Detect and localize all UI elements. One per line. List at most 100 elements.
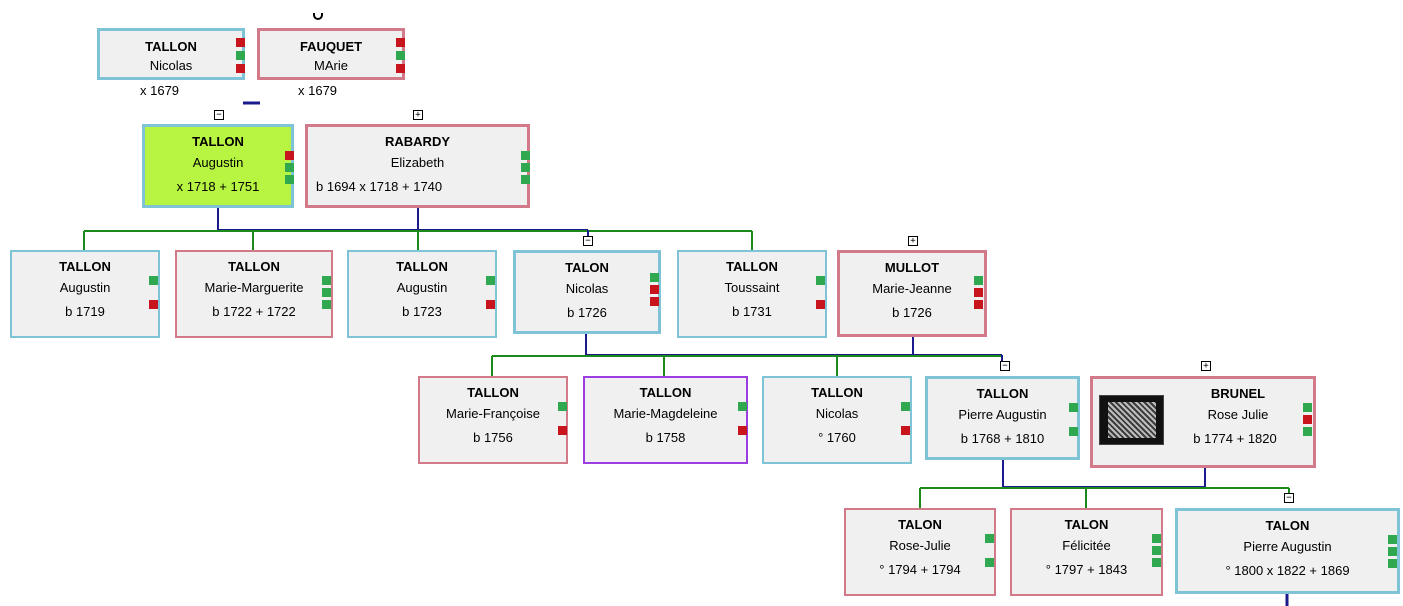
- person-card-marie-magdeleine-tallon[interactable]: TALLON Marie-Magdeleine b 1758: [583, 376, 748, 464]
- status-marker: [236, 51, 245, 60]
- person-card-marie-marguerite-tallon[interactable]: TALLON Marie-Marguerite b 1722 + 1722: [175, 250, 333, 338]
- status-marker: [1069, 427, 1078, 436]
- surname: TALON: [1265, 518, 1310, 533]
- surname: TALLON: [976, 386, 1029, 401]
- person-card-nicolas-tallon-1760[interactable]: TALLON Nicolas ° 1760: [762, 376, 912, 464]
- life-dates: ° 1800 x 1822 + 1869: [1225, 563, 1350, 578]
- expand-toggle[interactable]: +: [413, 110, 423, 120]
- status-marker: [1388, 535, 1397, 544]
- given-name: Pierre Augustin: [1243, 539, 1332, 554]
- status-marker: [236, 38, 245, 47]
- status-marker: [1303, 427, 1312, 436]
- person-card-toussaint-tallon[interactable]: TALLON Toussaint b 1731: [677, 250, 827, 338]
- given-name: Marie-Jeanne: [872, 281, 952, 296]
- given-name: Marie-Magdeleine: [613, 406, 718, 421]
- surname: FAUQUET: [299, 39, 363, 54]
- status-marker: [816, 276, 825, 285]
- portrait-photo[interactable]: [1099, 395, 1164, 445]
- status-marker: [1152, 546, 1161, 555]
- life-dates: ° 1797 + 1843: [1045, 562, 1128, 577]
- given-name: Elizabeth: [390, 155, 445, 170]
- status-marker: [1303, 403, 1312, 412]
- person-card-rose-julie-talon[interactable]: TALON Rose-Julie ° 1794 + 1794: [844, 508, 996, 596]
- surname: TALLON: [192, 134, 244, 149]
- person-card-marie-fauquet[interactable]: FAUQUET MArie: [257, 28, 405, 80]
- person-card-rose-julie-brunel[interactable]: BRUNEL Rose Julie b 1774 + 1820: [1090, 376, 1316, 468]
- collapse-toggle[interactable]: −: [214, 110, 224, 120]
- status-marker: [650, 285, 659, 294]
- status-marker: [985, 558, 994, 567]
- status-marker: [486, 300, 495, 309]
- collapse-toggle[interactable]: −: [1284, 493, 1294, 503]
- person-card-augustin-tallon-selected[interactable]: TALLON Augustin x 1718 + 1751: [142, 124, 294, 208]
- given-name: Marie-Françoise: [446, 406, 540, 421]
- expand-toggle[interactable]: +: [1201, 361, 1211, 371]
- person-card-pierre-augustin-talon[interactable]: TALON Pierre Augustin ° 1800 x 1822 + 18…: [1175, 508, 1400, 594]
- status-marker: [285, 163, 294, 172]
- status-marker: [558, 402, 567, 411]
- status-marker: [1152, 558, 1161, 567]
- life-dates: b 1723: [402, 304, 442, 319]
- surname: TALLON: [726, 259, 778, 274]
- status-marker: [558, 426, 567, 435]
- status-marker: [1388, 559, 1397, 568]
- surname: TALLON: [639, 385, 692, 400]
- surname: TALON: [1064, 517, 1109, 532]
- given-name: Augustin: [396, 280, 448, 295]
- person-card-marie-jeanne-mullot[interactable]: MULLOT Marie-Jeanne b 1726: [837, 250, 987, 337]
- life-dates: x 1718 + 1751: [176, 179, 260, 194]
- given-name: Pierre Augustin: [958, 407, 1047, 422]
- person-card-augustin-tallon-1723[interactable]: TALLON Augustin b 1723: [347, 250, 497, 338]
- life-dates: b 1774 + 1820: [1193, 431, 1277, 446]
- link-arc-icon[interactable]: [313, 13, 323, 20]
- person-card-nicolas-talon[interactable]: TALON Nicolas b 1726: [513, 250, 661, 334]
- status-marker: [322, 300, 331, 309]
- status-marker: [738, 402, 747, 411]
- person-card-marie-francoise-tallon[interactable]: TALLON Marie-Françoise b 1756: [418, 376, 568, 464]
- life-dates: b 1726: [892, 305, 932, 320]
- person-card-nicolas-tallon[interactable]: TALLON Nicolas: [97, 28, 245, 80]
- given-name: Félicitée: [1062, 538, 1111, 553]
- status-marker: [1152, 534, 1161, 543]
- expand-toggle[interactable]: +: [908, 236, 918, 246]
- surname: TALLON: [467, 385, 519, 400]
- surname: TALLON: [811, 385, 863, 400]
- status-marker: [1303, 415, 1312, 424]
- surname: TALLON: [396, 259, 448, 274]
- given-name: Augustin: [59, 280, 111, 295]
- status-marker: [974, 288, 983, 297]
- surname: BRUNEL: [1210, 386, 1266, 401]
- life-dates: b 1719: [65, 304, 105, 319]
- surname: TALON: [898, 517, 942, 532]
- given-name: MArie: [314, 58, 348, 73]
- status-marker: [650, 273, 659, 282]
- marriage-date: x 1679: [298, 83, 338, 98]
- given-name: Rose Julie: [1207, 407, 1269, 422]
- collapse-toggle[interactable]: −: [583, 236, 593, 246]
- status-marker: [396, 51, 405, 60]
- status-marker: [521, 163, 530, 172]
- surname: MULLOT: [884, 260, 940, 275]
- person-card-felicitee-talon[interactable]: TALON Félicitée ° 1797 + 1843: [1010, 508, 1163, 596]
- collapse-toggle[interactable]: −: [1000, 361, 1010, 371]
- given-name: Augustin: [192, 155, 244, 170]
- status-marker: [901, 402, 910, 411]
- status-marker: [149, 300, 158, 309]
- life-dates: b 1731: [732, 304, 772, 319]
- status-marker: [738, 426, 747, 435]
- given-name: Nicolas: [565, 281, 609, 296]
- status-marker: [486, 276, 495, 285]
- person-card-augustin-tallon-1719[interactable]: TALLON Augustin b 1719: [10, 250, 160, 338]
- person-card-elizabeth-rabardy[interactable]: RABARDY Elizabeth b 1694 x 1718 + 1740: [305, 124, 530, 208]
- status-marker: [149, 276, 158, 285]
- status-marker: [974, 300, 983, 309]
- life-dates: b 1758: [645, 430, 686, 445]
- given-name: Toussaint: [724, 280, 780, 295]
- life-dates: b 1756: [473, 430, 513, 445]
- surname: TALLON: [228, 259, 280, 274]
- status-marker: [396, 64, 405, 73]
- person-card-pierre-augustin-tallon[interactable]: TALLON Pierre Augustin b 1768 + 1810: [925, 376, 1080, 460]
- status-marker: [521, 151, 530, 160]
- surname: TALLON: [145, 39, 197, 54]
